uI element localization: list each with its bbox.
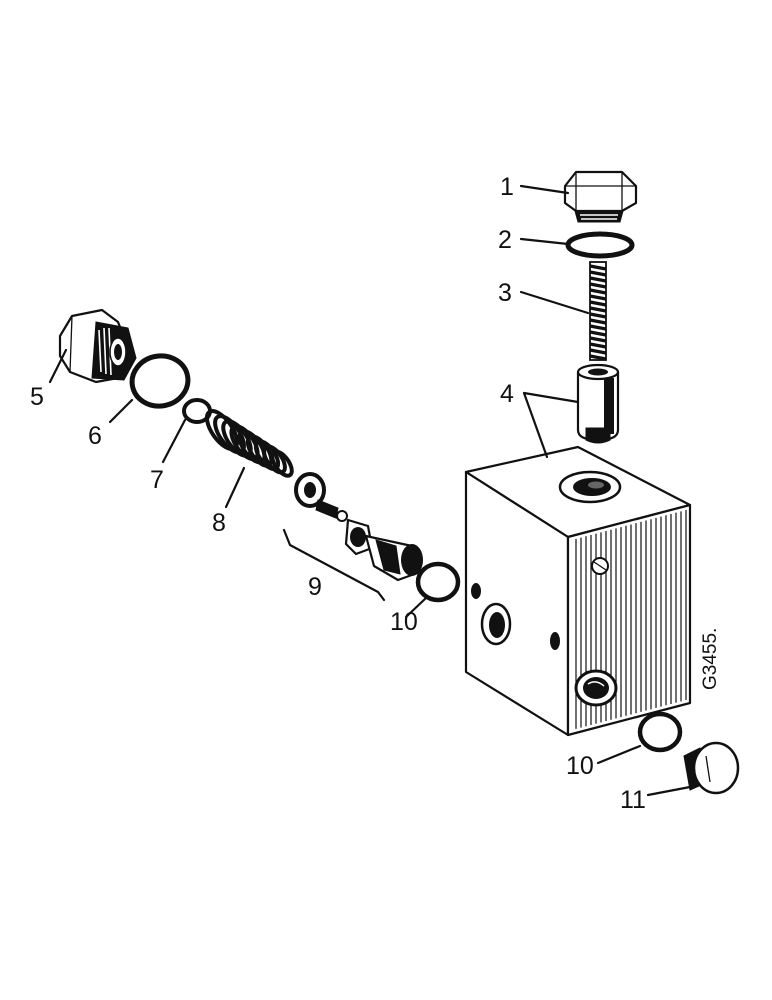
- spring-coil: [589, 264, 607, 271]
- callout-5: 5: [30, 383, 44, 411]
- callout-8: 8: [212, 509, 226, 537]
- callout-6: 6: [88, 422, 102, 450]
- spring-coil: [589, 276, 607, 283]
- drawing-code: G3455.: [700, 628, 721, 690]
- spring-coil: [589, 336, 607, 343]
- part-11-cap-plug: [683, 741, 740, 795]
- callout-7: 7: [150, 466, 164, 494]
- part-1-hex-plug: [563, 170, 638, 223]
- spring-coil: [589, 330, 607, 337]
- spring-coil: [589, 294, 607, 301]
- spring-coil: [589, 342, 607, 349]
- callout-3: 3: [498, 279, 512, 307]
- callout-labels: 1 2 3 4 5 6 7 8 9 10 10 11: [30, 173, 646, 814]
- leader-lines: [48, 184, 692, 797]
- callout-1: 1: [500, 173, 514, 201]
- part-4-sleeve: [576, 363, 620, 444]
- spring-coil: [589, 306, 607, 313]
- spring-coil: [589, 282, 607, 289]
- callout-10-upper: 10: [390, 608, 418, 636]
- callout-2: 2: [498, 226, 512, 254]
- callout-4: 4: [500, 380, 514, 408]
- spring-coil: [589, 300, 607, 307]
- part-6-o-ring: [129, 353, 191, 409]
- callout-11: 11: [620, 786, 646, 814]
- callout-9: 9: [308, 573, 322, 601]
- spring-coil: [589, 324, 607, 331]
- spring-coil: [589, 288, 607, 295]
- part-3-spring: [589, 261, 607, 361]
- part-10-o-ring-lower: [637, 711, 683, 753]
- spring-coil: [589, 318, 607, 325]
- part-2-washer: [565, 231, 635, 259]
- part-9-valve-assembly: [294, 472, 423, 582]
- part-5-threaded-plug: [58, 308, 137, 384]
- spring-coil: [589, 348, 607, 355]
- valve-body-block: [464, 445, 692, 737]
- part-10-o-ring-upper: [415, 561, 461, 603]
- spring-coil: [589, 270, 607, 277]
- spring-coil: [270, 449, 294, 478]
- part-8-spring: [204, 409, 294, 478]
- spring-coil: [589, 354, 607, 361]
- callout-10-lower: 10: [566, 752, 594, 780]
- spring-coil: [589, 312, 607, 319]
